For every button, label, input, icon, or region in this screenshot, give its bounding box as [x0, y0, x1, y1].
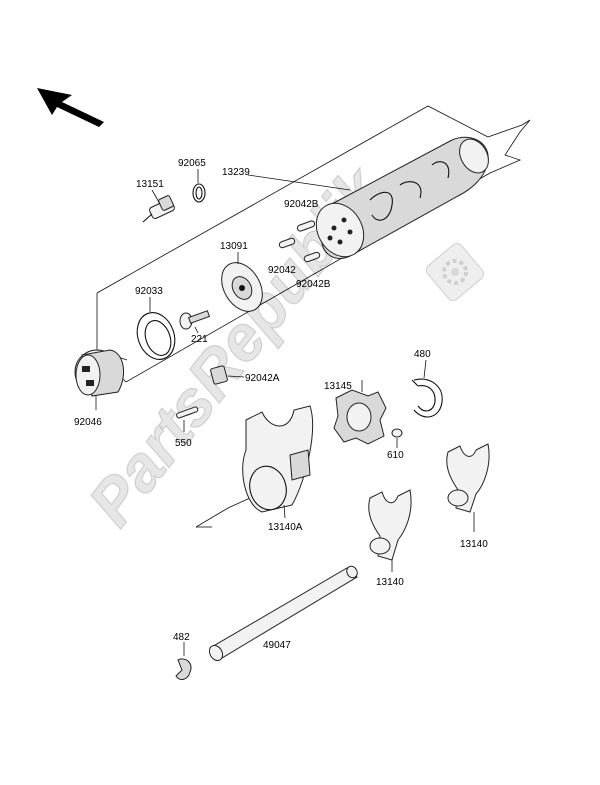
shift-drum [247, 136, 489, 259]
shift-fork-13140-right [446, 443, 490, 532]
label-13140-mid: 13140 [376, 577, 404, 588]
label-92042B-top: 92042B [284, 199, 319, 210]
label-610: 610 [387, 450, 404, 461]
label-92046: 92046 [74, 417, 102, 428]
plate-13091 [221, 252, 263, 312]
label-482: 482 [173, 632, 190, 643]
pin-92042B-top [296, 220, 316, 232]
circlip-482 [175, 642, 192, 680]
pin-92042B-bottom [303, 251, 321, 263]
pin-610 [391, 428, 403, 448]
label-92065: 92065 [178, 158, 206, 169]
label-49047: 49047 [263, 640, 291, 651]
direction-arrow-icon [37, 88, 104, 127]
label-13140A: 13140A [268, 522, 303, 533]
label-480: 480 [414, 349, 431, 360]
bearing-92046 [74, 349, 125, 410]
label-92042B-bottom: 92042B [296, 279, 331, 290]
shift-fork-13140A [242, 405, 313, 519]
pin-92042 [278, 237, 296, 249]
gear-icon [425, 242, 485, 302]
ring-92033 [136, 297, 176, 360]
shift-rod-49047 [208, 565, 358, 662]
pin-92042A [210, 365, 245, 385]
label-221: 221 [191, 334, 208, 345]
neutral-switch [142, 189, 175, 223]
label-550: 550 [175, 438, 192, 449]
label-13140-right: 13140 [460, 539, 488, 550]
pin-550 [176, 406, 199, 432]
part-labels: 13151 92065 13239 92042B 13091 92042 920… [74, 158, 488, 651]
label-13091: 13091 [220, 241, 248, 252]
label-13145: 13145 [324, 381, 352, 392]
label-92042: 92042 [268, 265, 296, 276]
circlip-480 [411, 359, 443, 418]
screw-221 [179, 310, 211, 334]
o-ring-92065 [192, 169, 206, 203]
shift-fork-13140-mid [368, 489, 412, 572]
label-92042A: 92042A [245, 373, 280, 384]
label-13239: 13239 [222, 167, 250, 178]
label-92033: 92033 [135, 286, 163, 297]
star-plate-13145 [333, 380, 387, 445]
label-13151: 13151 [136, 179, 164, 190]
